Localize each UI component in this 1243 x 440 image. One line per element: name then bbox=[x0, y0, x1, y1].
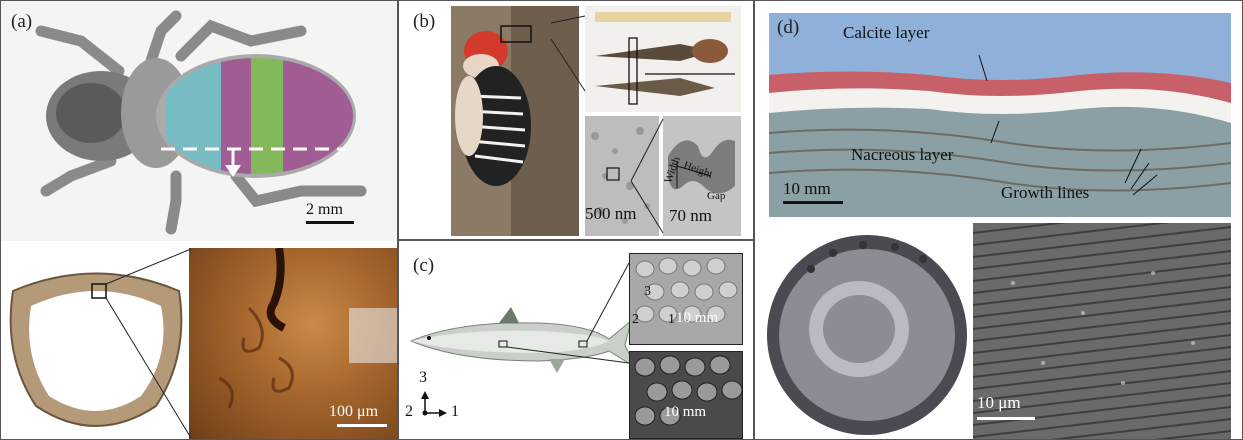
cross-section-image bbox=[1, 246, 191, 439]
sem-left: 500 nm bbox=[585, 116, 659, 236]
scale-bar-10mm-shell bbox=[783, 201, 843, 204]
scales-inset-top: 3 2 1 10 mm bbox=[629, 253, 743, 345]
beetle-ct-image: (a) 2 mm bbox=[1, 1, 397, 241]
panel-d-tag: (d) bbox=[777, 17, 800, 38]
axis-label-2: 2 bbox=[405, 403, 413, 420]
shell-cross-section-photo: (d) Calcite layer Nacreous layer Growth … bbox=[769, 13, 1231, 217]
scales-inset-bottom: 10 mm bbox=[629, 351, 743, 439]
scale-label-10mm-top: 10 mm bbox=[676, 310, 719, 326]
gap-label: Gap bbox=[707, 190, 726, 202]
panel-a: (a) 2 mm 100 μm bbox=[0, 0, 398, 440]
inset-axis-label-2: 2 bbox=[632, 312, 639, 327]
panel-d: (d) Calcite layer Nacreous layer Growth … bbox=[754, 0, 1243, 440]
inset-axis-label-1: 1 bbox=[668, 312, 675, 327]
panel-c-tag: (c) bbox=[413, 255, 435, 276]
panel-b-tag: (b) bbox=[413, 11, 436, 32]
scale-bar-100um bbox=[337, 424, 387, 427]
scale-label-2mm: 2 mm bbox=[306, 201, 343, 218]
inset-axis-label-3: 3 bbox=[644, 284, 651, 299]
woodpecker-photo bbox=[451, 6, 579, 236]
panel-c: (c) 3 2 1 3 2 1 10 mm bbox=[398, 240, 754, 440]
salmon-drawing bbox=[409, 262, 637, 417]
scale-label-10mm-shell: 10 mm bbox=[783, 179, 831, 198]
scale-label-10mm-bottom: 10 mm bbox=[664, 404, 707, 420]
beak-photo bbox=[585, 6, 741, 112]
panel-b: (b) bbox=[398, 0, 754, 240]
scale-bar-10um bbox=[977, 417, 1035, 420]
axis-label-3: 3 bbox=[419, 369, 427, 386]
scale-label-100um: 100 μm bbox=[329, 403, 379, 420]
growth-lines-label: Growth lines bbox=[1001, 183, 1090, 202]
abalone-shell-photo bbox=[763, 229, 971, 439]
nacreous-layer-label: Nacreous layer bbox=[851, 145, 954, 164]
scale-label-500nm: 500 nm bbox=[585, 204, 637, 223]
calcite-layer-label: Calcite layer bbox=[843, 23, 930, 42]
scale-bar-2mm bbox=[306, 221, 354, 224]
scale-label-10um: 10 μm bbox=[977, 393, 1021, 412]
scale-label-70nm: 70 nm bbox=[669, 206, 712, 225]
sem-right: Width Height Gap 70 nm bbox=[663, 116, 741, 236]
axis-label-1: 1 bbox=[451, 403, 459, 420]
panel-a-tag: (a) bbox=[11, 11, 33, 32]
nacre-sem: 10 μm bbox=[973, 223, 1231, 439]
cuticle-micrograph: 100 μm bbox=[189, 248, 397, 439]
